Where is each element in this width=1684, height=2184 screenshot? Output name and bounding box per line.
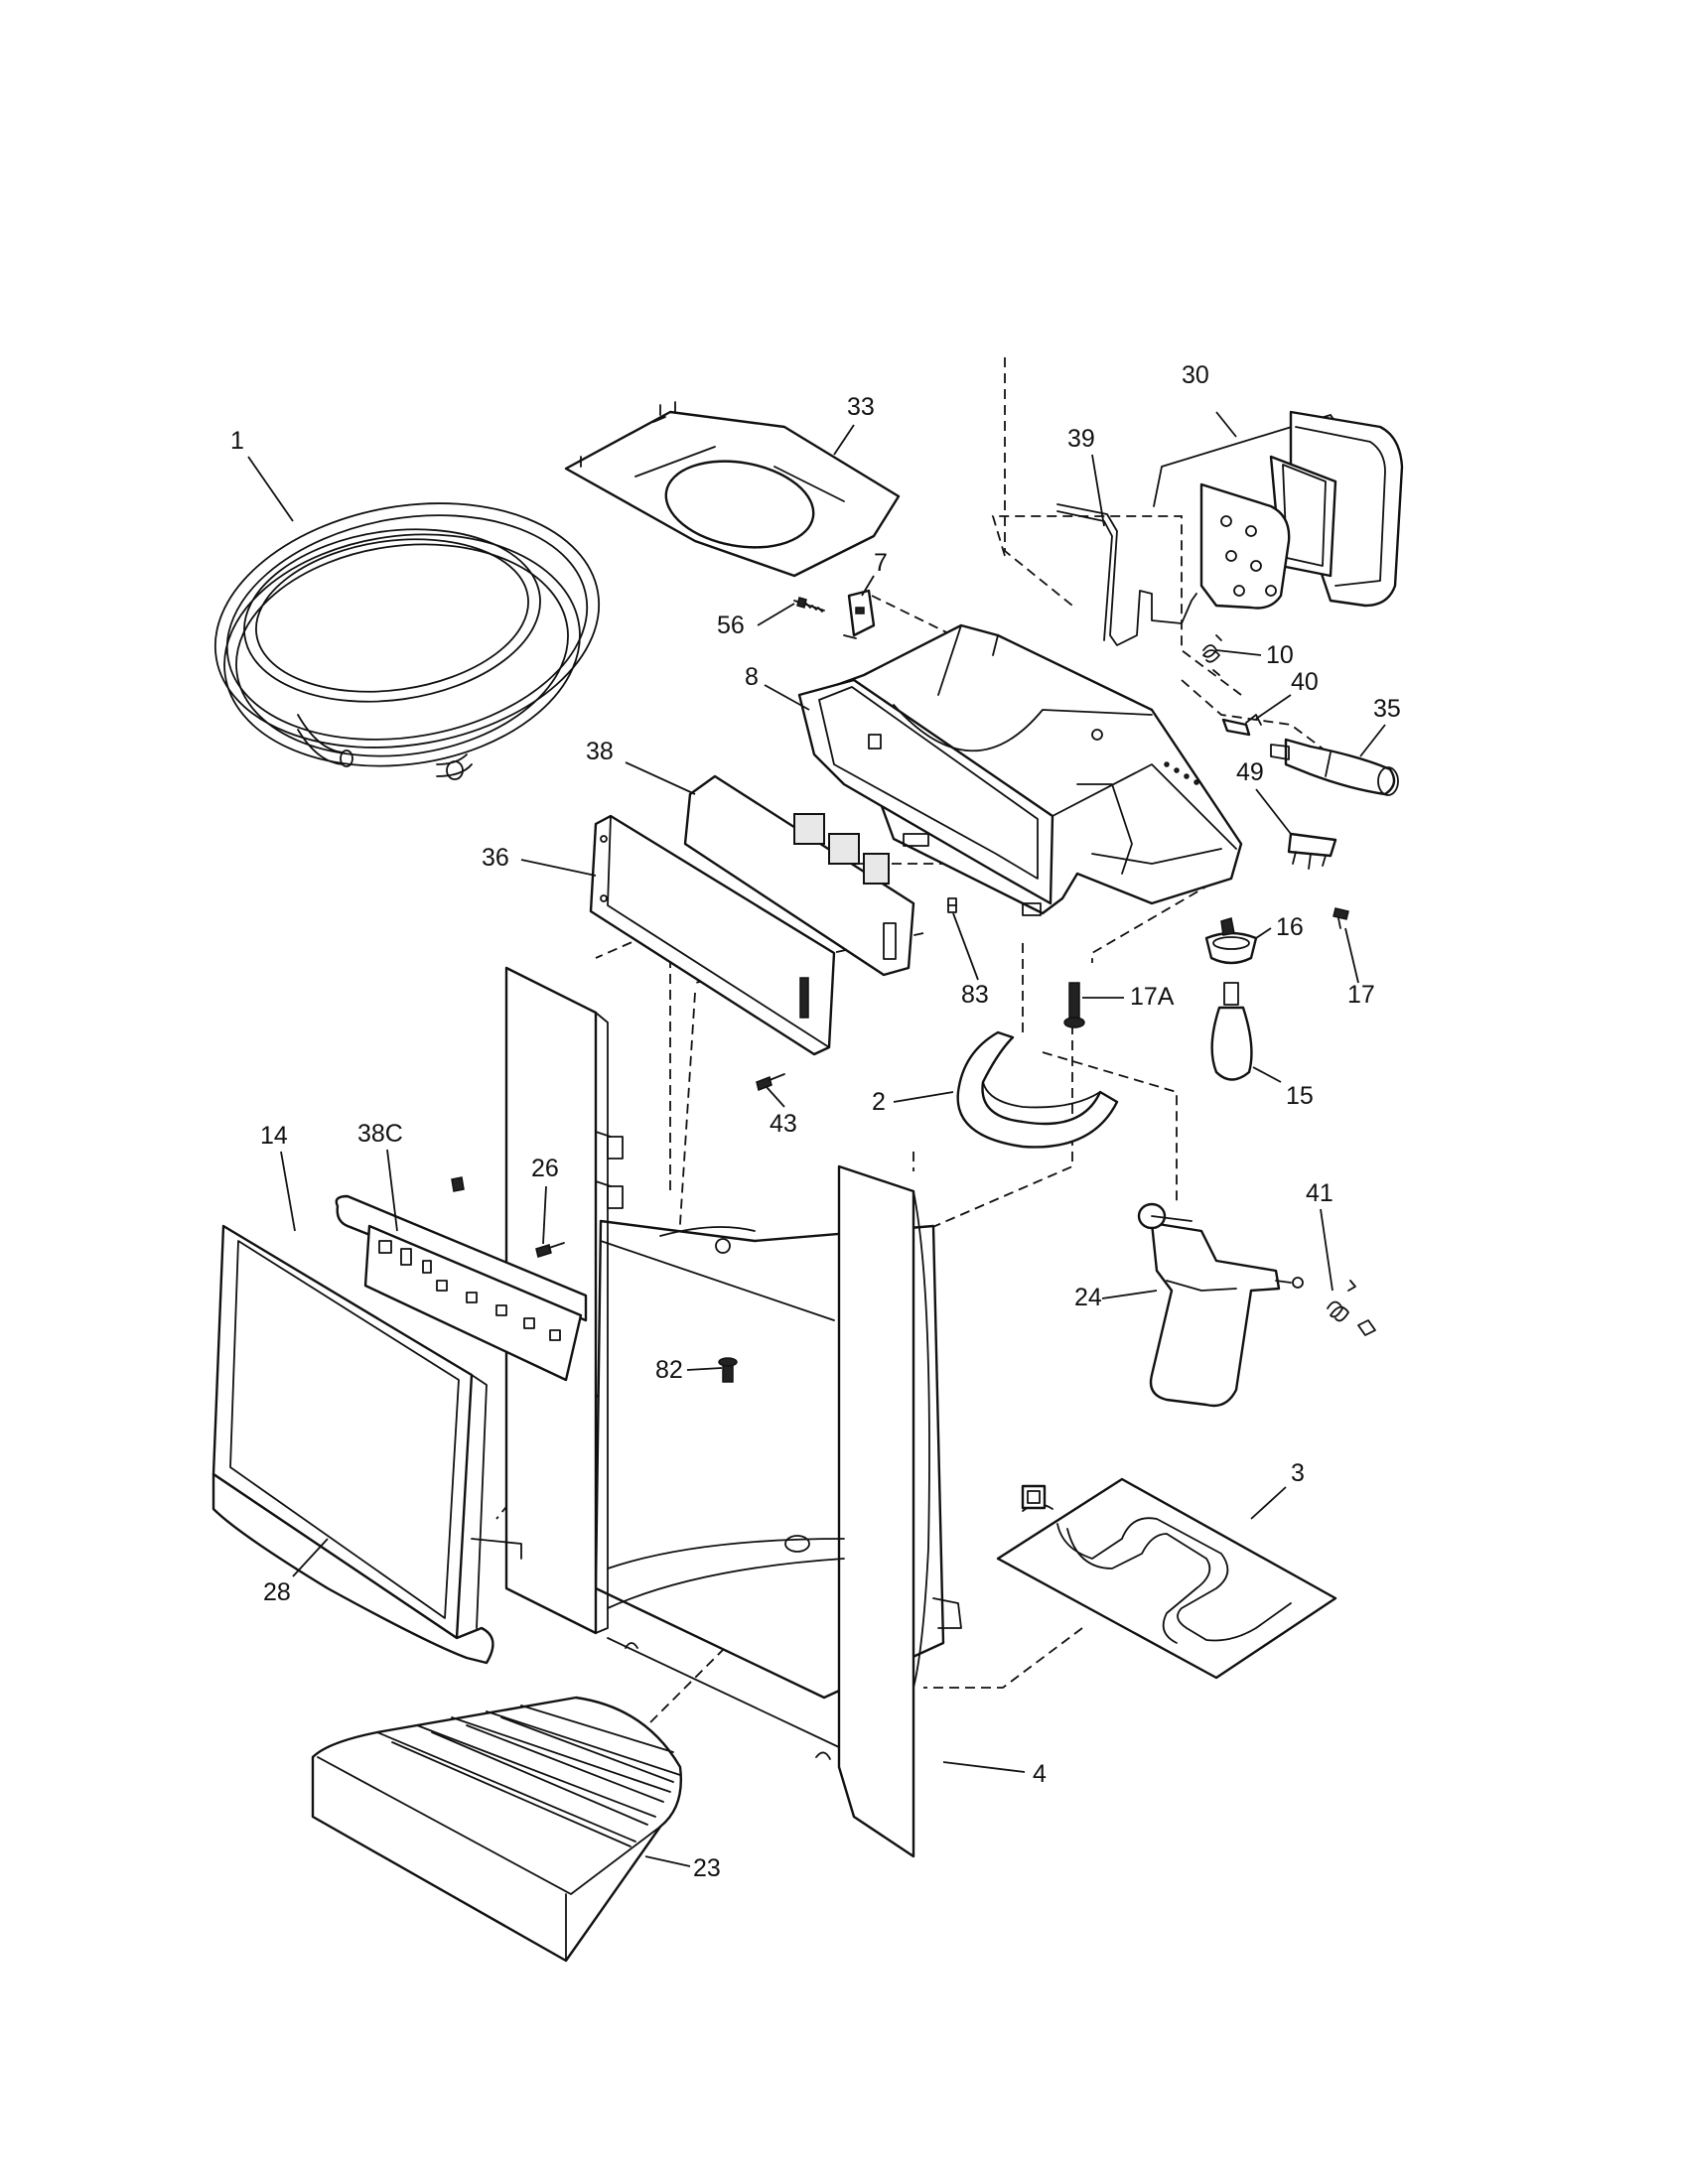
part-49-switch (1287, 832, 1337, 870)
part-28-bezel (211, 1374, 522, 1665)
callout-2: 2 (872, 1088, 886, 1116)
callout-39: 39 (1067, 425, 1095, 453)
part-23-drip-tray (311, 1696, 682, 1963)
part-43-screw (756, 1073, 785, 1092)
callout-41: 41 (1306, 1179, 1333, 1207)
callout-14: 14 (260, 1122, 288, 1150)
callout-40: 40 (1291, 668, 1319, 696)
callout-56: 56 (717, 612, 745, 639)
part-33-cover-plate (564, 401, 901, 578)
part-7-bracket (843, 589, 876, 639)
part-38c-switch-board (335, 1194, 588, 1382)
callout-23: 23 (693, 1854, 721, 1882)
callout-15: 15 (1286, 1082, 1314, 1110)
callout-4: 4 (1033, 1760, 1047, 1788)
callout-82: 82 (655, 1356, 683, 1384)
callout-83: 83 (961, 981, 989, 1009)
callout-38: 38 (586, 738, 614, 765)
callout-26: 26 (531, 1155, 559, 1182)
part-2-chute-guide (956, 1030, 1119, 1149)
part-17-screw (1333, 907, 1349, 929)
part-26-screw (535, 1242, 565, 1258)
part-35-solenoid (1270, 738, 1399, 796)
part-10-spring (1202, 634, 1222, 676)
callout-24: 24 (1074, 1284, 1102, 1311)
callout-38C: 38C (357, 1120, 403, 1148)
part-1-water-tubing (213, 502, 601, 780)
part-39-actuator-wire (1056, 503, 1197, 646)
callout-35: 35 (1373, 695, 1401, 723)
part-24-dispenser-lever (1137, 1202, 1304, 1408)
callout-36: 36 (482, 844, 509, 872)
callout-labels: 1 33 30 39 7 56 10 8 40 35 38 49 36 16 1… (230, 361, 1401, 1882)
part-15-light-bulb (1210, 982, 1253, 1081)
callout-33: 33 (847, 393, 875, 421)
callout-10: 10 (1266, 641, 1294, 669)
callout-30: 30 (1182, 361, 1209, 389)
part-38-control-board (683, 774, 915, 977)
part-83-clip (947, 897, 957, 913)
callout-3: 3 (1291, 1459, 1305, 1487)
part-82-screw (718, 1357, 738, 1383)
part-41-lever-spring (1327, 1280, 1376, 1336)
callout-17: 17 (1347, 981, 1375, 1009)
part-16-lamp-socket (1204, 917, 1258, 965)
callout-17A: 17A (1130, 983, 1175, 1011)
part-30-flap-assembly (1153, 410, 1404, 610)
callout-16: 16 (1276, 913, 1304, 941)
part-17a-screw (1063, 982, 1085, 1028)
part-8-dispenser-housing (797, 623, 1243, 916)
callout-49: 49 (1236, 758, 1264, 786)
part-4-dispenser-frame (504, 966, 962, 1858)
part-36-front-panel (589, 814, 836, 1056)
callout-8: 8 (745, 663, 759, 691)
leader-lines (247, 411, 1386, 1867)
callout-1: 1 (230, 427, 244, 455)
part-40-actuator-pin (1221, 714, 1262, 737)
part-56-screw (793, 597, 825, 613)
callout-28: 28 (263, 1578, 291, 1606)
part-3-heater (996, 1477, 1337, 1680)
callout-43: 43 (770, 1110, 797, 1138)
part-38c-screw (451, 1176, 465, 1192)
callout-7: 7 (874, 549, 888, 577)
